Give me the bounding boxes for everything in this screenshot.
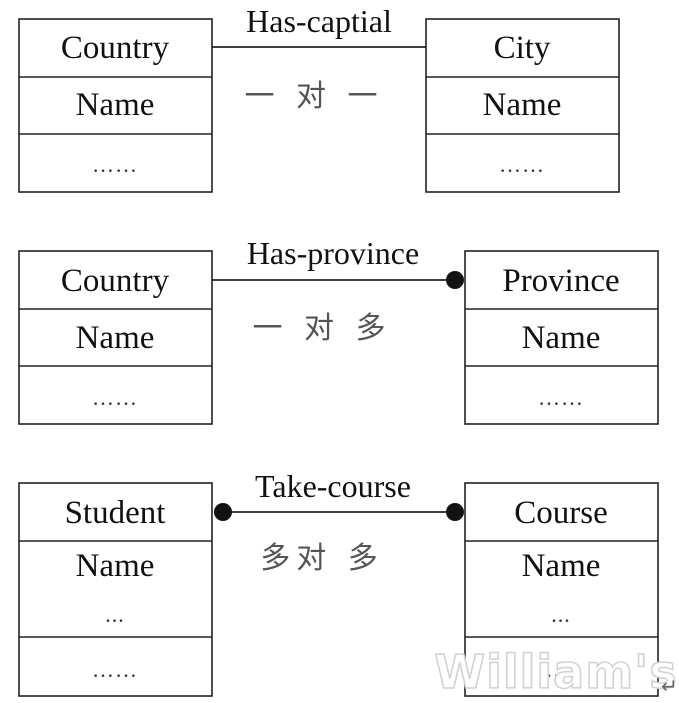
entity-box-province[interactable]	[464, 250, 659, 425]
entity-method-ellipsis: ……	[538, 657, 584, 682]
many-end-dot	[446, 271, 464, 289]
entity-attribute-name: Name	[76, 320, 155, 356]
cardinality-label: 一 对 多	[252, 311, 391, 346]
entity-title-course: Course	[514, 495, 608, 531]
return-icon: ↵	[661, 674, 678, 698]
diagram-one-to-one: Country Name …… City Name …… Has-captial…	[18, 3, 620, 193]
relationship-label-take-course: Take-course	[255, 468, 411, 504]
entity-attribute-ellipsis: ……	[92, 385, 138, 410]
entity-title-province: Province	[502, 263, 619, 299]
watermark-text: William's	[434, 645, 677, 699]
entity-box-country[interactable]	[18, 18, 213, 193]
relationship-label-has-province: Has-province	[247, 235, 419, 271]
entity-attribute-ellipsis: ……	[499, 152, 545, 177]
diagram-one-to-many: Country Name …… Province Name …… Has-pro…	[18, 235, 659, 425]
relationship-label-has-captial: Has-captial	[246, 3, 392, 39]
many-end-dot	[446, 503, 464, 521]
entity-attribute-ellipsis: ……	[92, 152, 138, 177]
entity-box-course[interactable]	[464, 482, 659, 697]
entity-title-country: Country	[61, 263, 170, 299]
entity-attribute-name: Name	[483, 87, 562, 123]
entity-attribute-name: Name	[76, 87, 155, 123]
diagram-many-to-many: Student Name ... …… Course Name ... …… T…	[18, 468, 659, 697]
entity-method-ellipsis: ……	[92, 657, 138, 682]
cardinality-label: 一 对 一	[244, 79, 383, 114]
many-end-dot	[214, 503, 232, 521]
entity-attribute-ellipsis: ……	[538, 385, 584, 410]
entity-box-city[interactable]	[425, 18, 620, 193]
cardinality-label: 多对 多	[260, 541, 384, 576]
entity-attribute-ellipsis: ...	[105, 602, 125, 627]
entity-box-student[interactable]	[18, 482, 213, 697]
entity-title-country: Country	[61, 30, 170, 66]
entity-box-country[interactable]	[18, 250, 213, 425]
entity-attribute-name: Name	[522, 548, 601, 584]
entity-attribute-ellipsis: ...	[551, 602, 571, 627]
entity-title-student: Student	[65, 495, 166, 531]
entity-attribute-name: Name	[522, 320, 601, 356]
entity-attribute-name: Name	[76, 548, 155, 584]
entity-title-city: City	[494, 30, 551, 66]
